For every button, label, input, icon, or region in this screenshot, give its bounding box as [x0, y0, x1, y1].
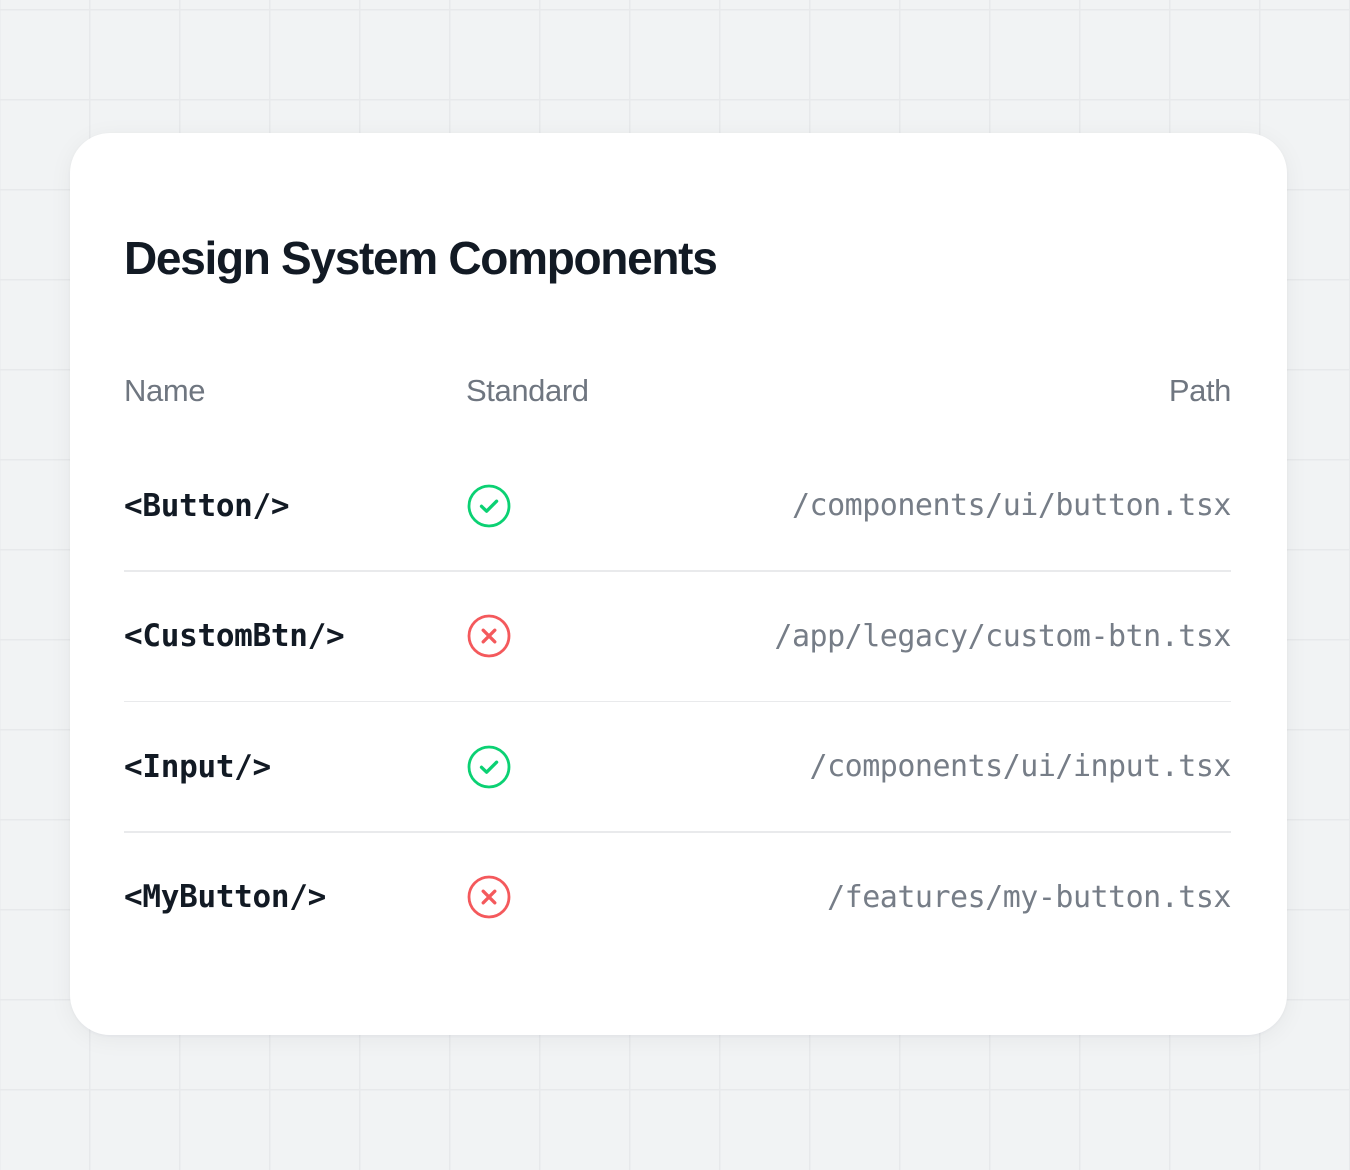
check-circle-icon [466, 744, 512, 790]
table-header-row: Name Standard Path [124, 373, 1231, 441]
component-path: /features/my-button.tsx [827, 879, 1231, 915]
components-table: Name Standard Path <Button/> /components… [124, 373, 1232, 962]
standard-status-cell [466, 613, 648, 659]
standard-status-cell [466, 744, 648, 790]
table-row[interactable]: <CustomBtn/> /app/legacy/custom-btn.tsx [124, 572, 1232, 701]
design-system-card: Design System Components Name Standard P… [70, 133, 1287, 1035]
column-header-name: Name [124, 373, 206, 408]
column-header-path: Path [1168, 373, 1232, 408]
table-row[interactable]: <Button/> /components/ui/button.tsx [124, 441, 1232, 570]
row-divider [124, 700, 1231, 703]
x-circle-icon [466, 874, 512, 920]
standard-status-cell [466, 483, 648, 529]
row-divider [124, 570, 1231, 572]
x-circle-icon [466, 613, 512, 659]
row-divider [124, 831, 1231, 833]
component-name: <CustomBtn/> [124, 618, 345, 655]
table-row[interactable]: <Input/> /components/ui/input.tsx [124, 702, 1232, 831]
column-header-standard: Standard [466, 373, 589, 408]
component-name: <Input/> [124, 748, 271, 785]
table-row[interactable]: <MyButton/> /features/my-button.tsx [124, 833, 1232, 962]
component-path: /app/legacy/custom-btn.tsx [774, 618, 1231, 654]
check-circle-icon [466, 483, 512, 529]
standard-status-cell [466, 874, 648, 920]
component-name: <Button/> [124, 487, 290, 524]
component-path: /components/ui/button.tsx [791, 488, 1232, 523]
component-path: /components/ui/input.tsx [809, 749, 1232, 785]
page-title: Design System Components [124, 232, 718, 284]
component-name: <MyButton/> [124, 879, 326, 916]
